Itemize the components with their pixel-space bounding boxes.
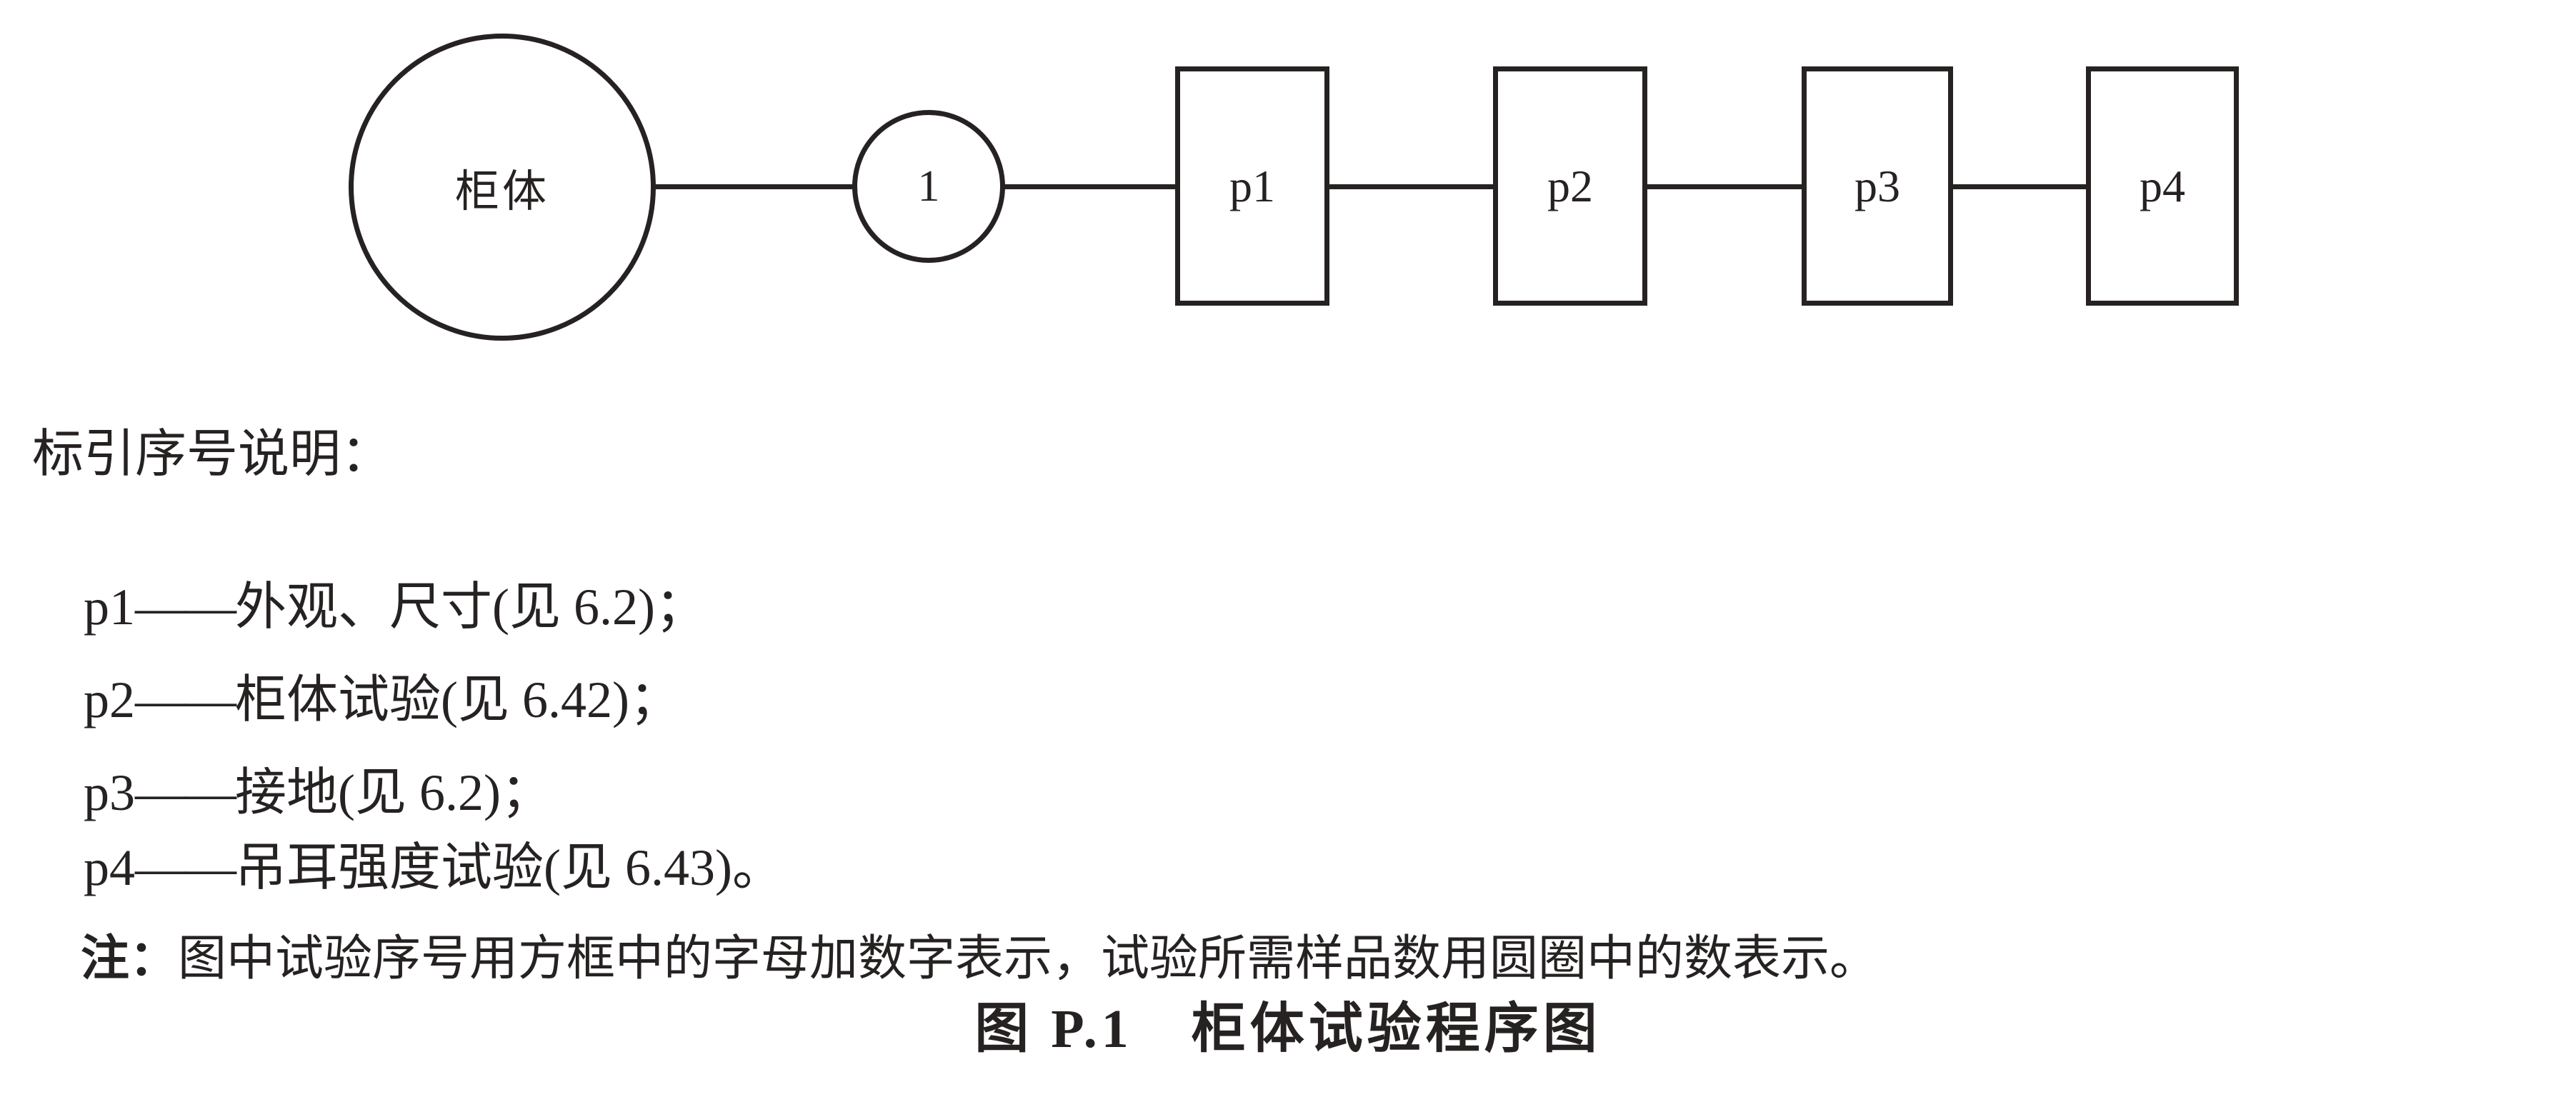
legend-item-p4-desc: 吊耳强度试验(见 6.43)。 [235,839,784,896]
step-box-p1-label: p1 [1229,160,1275,211]
step-box-p4: p4 [2086,66,2239,306]
legend-item-p4-id: p4 [84,839,135,896]
step-box-p2: p2 [1493,66,1647,306]
source-node-label: 柜体 [454,168,549,216]
step-box-p2-label: p2 [1547,160,1593,211]
source-node-circle: 柜体 [349,34,656,341]
legend-item-p3-dash: —— [135,764,236,821]
legend-heading: 标引序号说明： [32,426,393,483]
legend-item-p1-dash: —— [135,578,236,636]
connector-p3-to-p4 [1952,184,2087,189]
legend-item-p4-dash: —— [135,839,236,896]
legend-item-p1-id: p1 [84,578,135,636]
figure-caption: 图 P.1 柜体试验程序图 [974,999,1602,1059]
legend-item-p1: p1——外观、尺寸(见 6.2)； [32,521,707,693]
step-box-p1: p1 [1175,66,1329,306]
sample-count-label: 1 [917,161,940,211]
connector-p1-to-p2 [1328,184,1494,189]
connector-p2-to-p3 [1646,184,1803,189]
step-box-p4-label: p4 [2140,160,2185,211]
connector-source-to-count [654,184,854,189]
legend-item-p1-desc: 外观、尺寸(见 6.2)； [235,578,707,636]
legend-item-p2-id: p2 [84,671,135,728]
sample-count-circle: 1 [852,110,1005,263]
legend-item-p2: p2——柜体试验(见 6.42)； [32,614,681,786]
note-text: 图中试验序号用方框中的字母加数字表示，试验所需样品数用圆圈中的数表示。 [178,931,1879,986]
step-box-p3: p3 [1802,66,1953,306]
legend-item-p2-dash: —— [135,671,236,728]
legend-item-p3-desc: 接地(见 6.2)； [235,764,552,821]
legend-item-p2-desc: 柜体试验(见 6.42)； [235,671,681,728]
note-label: 注： [81,931,179,986]
step-box-p3-label: p3 [1854,160,1900,211]
legend-item-p3: p3——接地(见 6.2)； [32,707,552,878]
legend-item-p4: p4——吊耳强度试验(见 6.43)。 [32,782,784,953]
legend-item-p3-id: p3 [84,764,135,821]
connector-count-to-p1 [1004,184,1177,189]
note-line: 注：图中试验序号用方框中的字母加数字表示，试验所需样品数用圆圈中的数表示。 [32,873,1878,1044]
